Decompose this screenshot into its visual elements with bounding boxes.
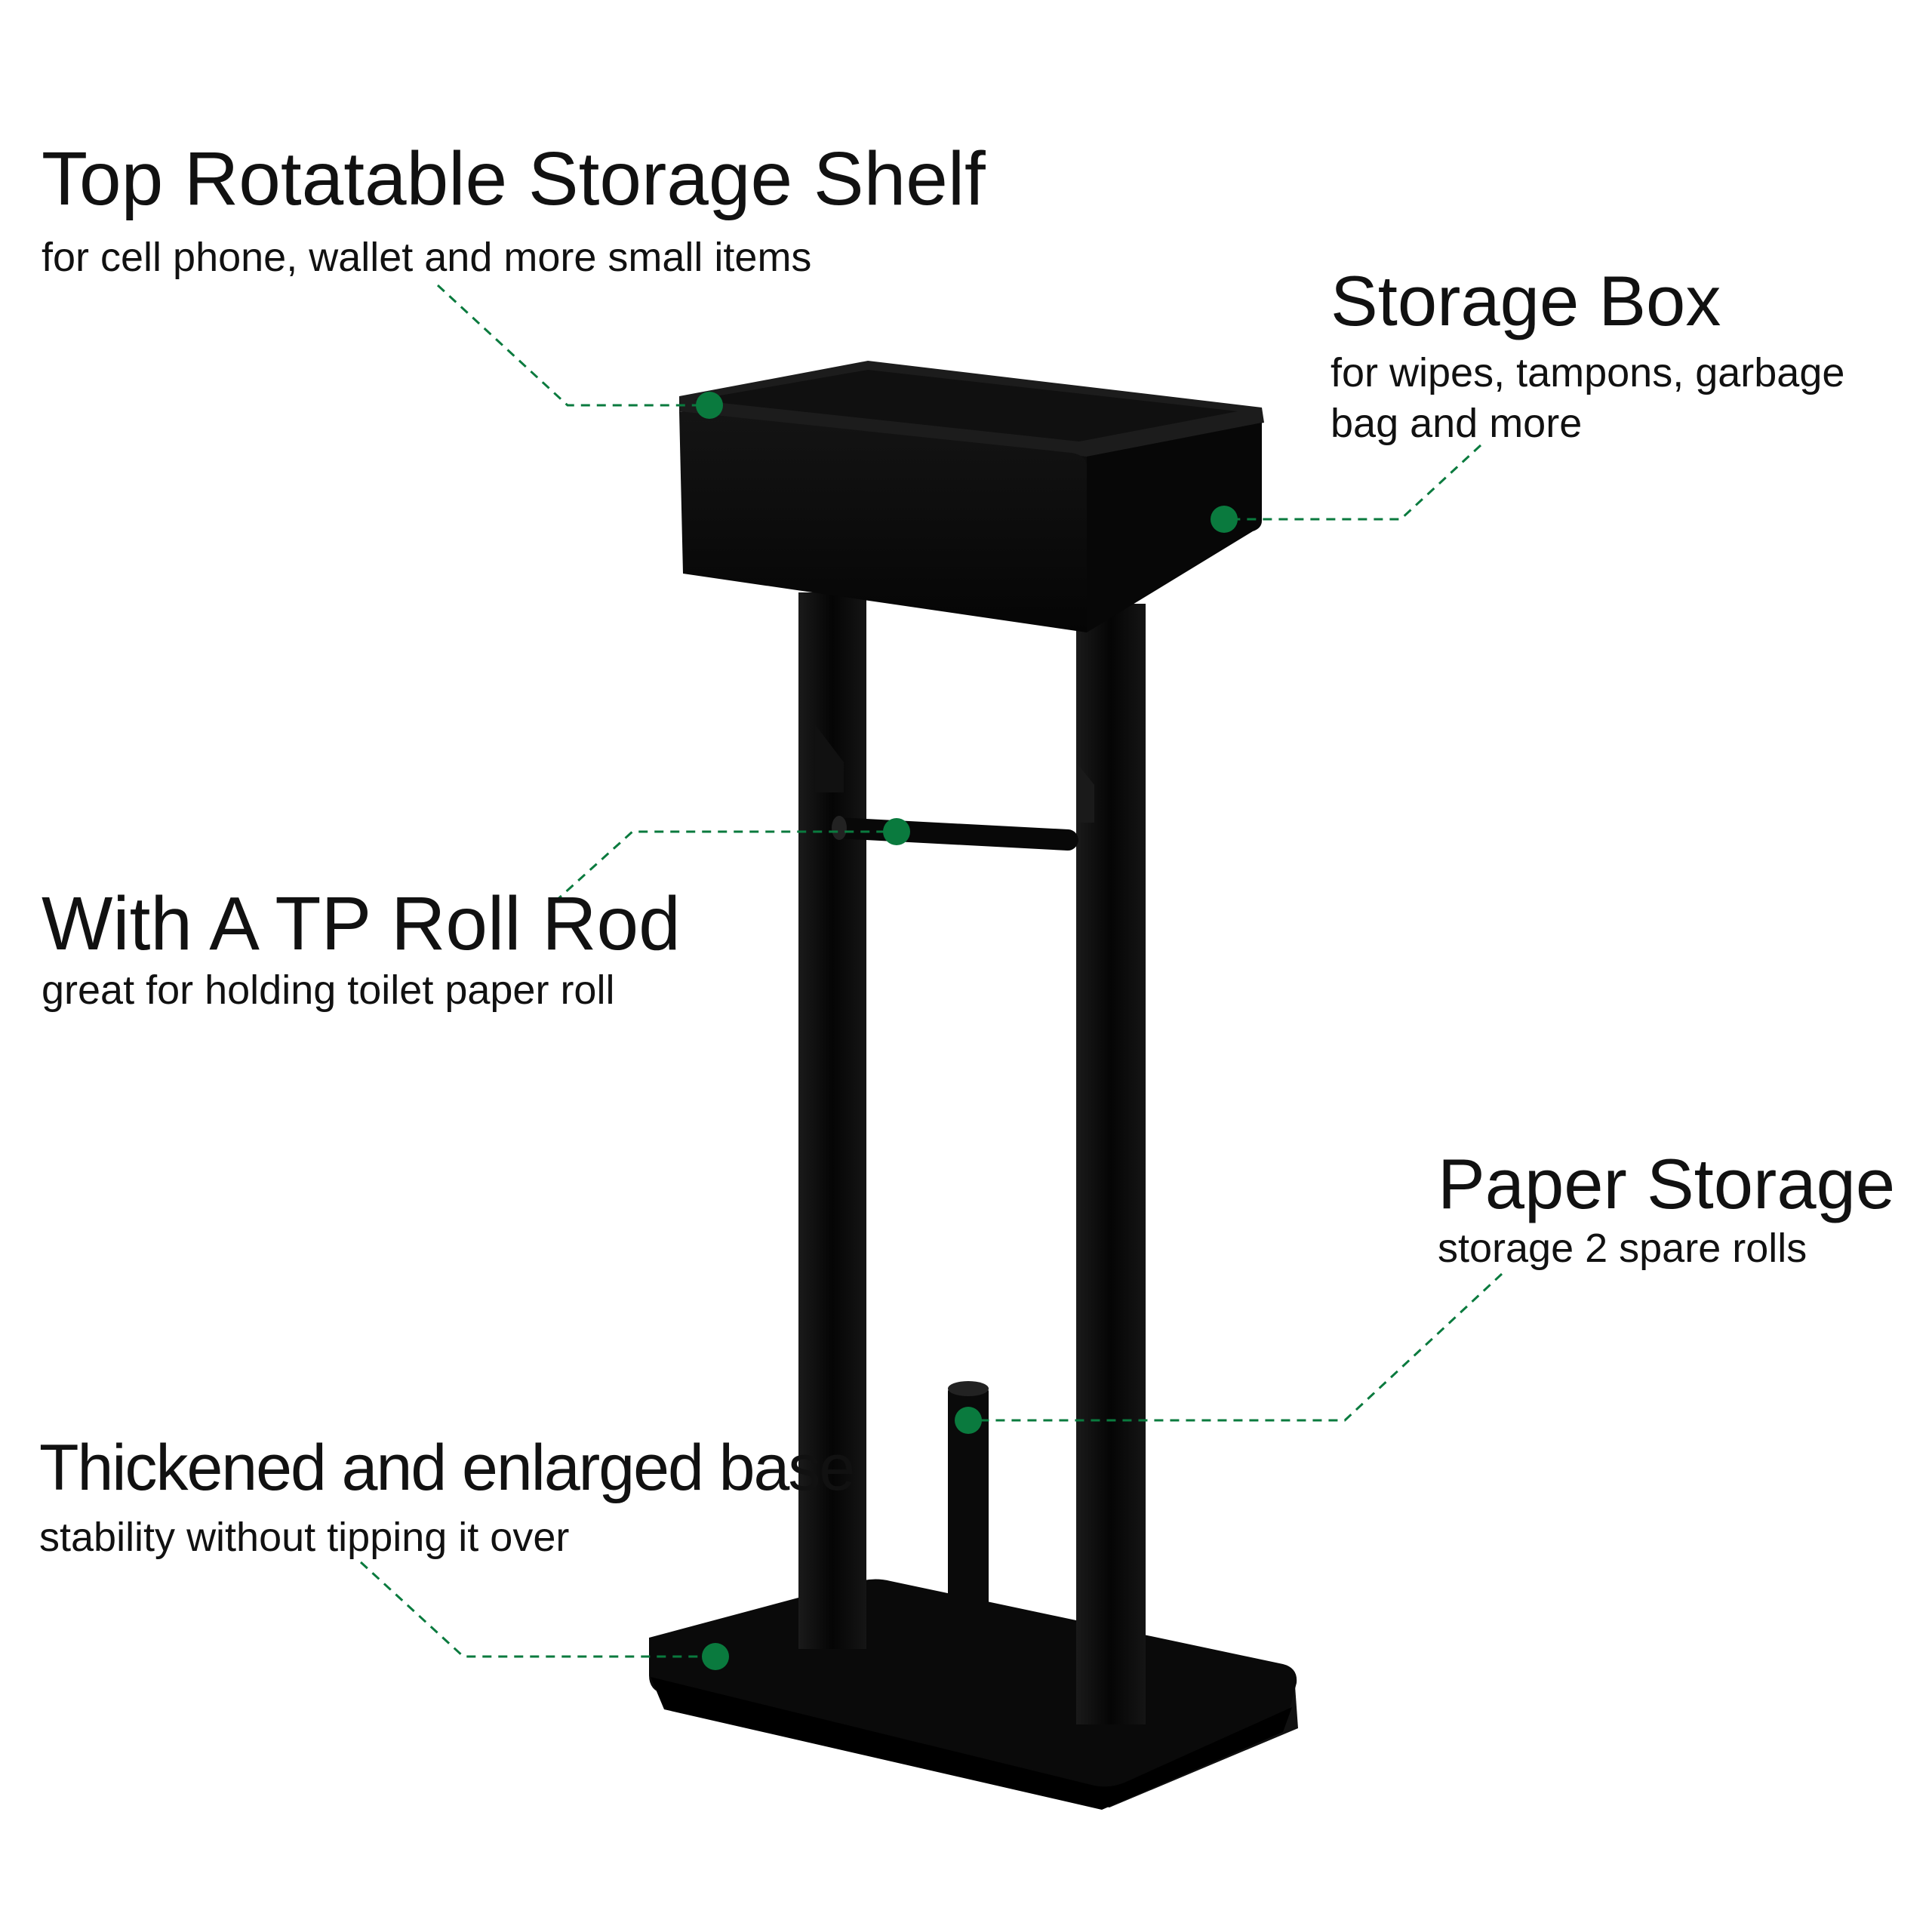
leader-lines: [359, 284, 1503, 1658]
leader-line-box: [1224, 444, 1482, 521]
leader-line-shelf: [436, 284, 709, 407]
storage-box: [679, 361, 1264, 632]
right-leg: [1076, 604, 1146, 1724]
callout-rod-subtitle: great for holding toilet paper roll: [42, 968, 615, 1013]
callout-shelf: Top Rotatable Storage Shelf for cell pho…: [42, 140, 1023, 284]
leader-line-paper: [968, 1272, 1503, 1422]
callout-paper-title: Paper Storage: [1438, 1144, 1896, 1223]
callout-box-title: Storage Box: [1331, 261, 1721, 340]
callout-rod: With A TP Roll Rod great for holding toi…: [42, 884, 872, 1017]
callout-base-title: Thickened and enlarged base: [39, 1432, 855, 1504]
callout-shelf-subtitle: for cell phone, wallet and more small it…: [42, 235, 812, 280]
left-leg: [798, 592, 866, 1649]
leader-line-base: [359, 1561, 715, 1658]
tp-roll-rod: [832, 816, 1078, 851]
marker-dot-icon: [702, 1643, 729, 1670]
callout-box-subtitle: for wipes, tampons, garbage bag and more: [1331, 349, 1845, 447]
paper-storage-post: [948, 1381, 989, 1681]
leader-line-rod: [553, 830, 897, 903]
marker-dot-icon: [955, 1407, 982, 1434]
callout-paper-subtitle: storage 2 spare rolls: [1438, 1225, 1807, 1271]
callout-base-subtitle: stability without tipping it over: [39, 1515, 570, 1561]
callout-paper: Paper Storage storage 2 spare rolls: [1438, 1144, 1921, 1274]
marker-dot-icon: [696, 392, 723, 419]
marker-dot-icon: [1211, 506, 1238, 533]
marker-dot-icon: [883, 818, 910, 845]
callout-base: Thickened and enlarged base stability wi…: [39, 1434, 869, 1564]
marker-dots: [696, 392, 1238, 1670]
callout-rod-title: With A TP Roll Rod: [42, 881, 681, 966]
callout-shelf-title: Top Rotatable Storage Shelf: [42, 137, 986, 221]
callout-box: Storage Box for wipes, tampons, garbage …: [1331, 261, 1904, 450]
